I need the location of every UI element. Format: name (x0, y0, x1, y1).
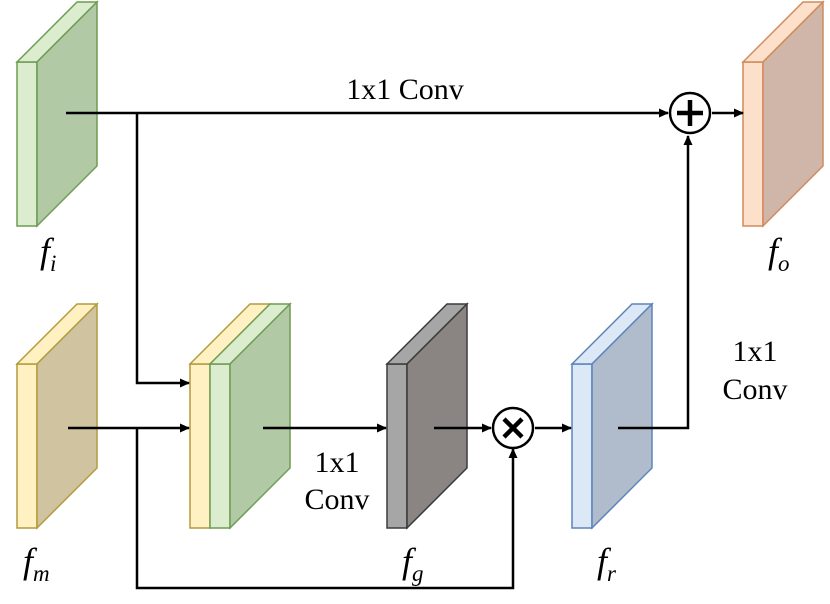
fr-to-add-arrow (618, 135, 693, 430)
fr-label: fr (597, 541, 617, 586)
fo-label: fo (768, 231, 790, 276)
conv-label-right-line1: 1x1 (733, 335, 778, 368)
fo-feature-block (741, 0, 825, 228)
connectors (66, 108, 744, 590)
fg-label: fg (402, 541, 424, 586)
fr-feature-block (570, 302, 654, 530)
fm-feature-block (15, 302, 99, 530)
fm-label: fm (23, 541, 50, 586)
multiply-operator (491, 406, 535, 450)
fm-to-multiply-arrow (135, 428, 518, 590)
conv-label-top: 1x1 Conv (346, 73, 464, 106)
concat-feature-block (188, 302, 292, 530)
fi-to-concat-arrow (135, 113, 190, 388)
conv-label-mid-line2: Conv (304, 483, 369, 516)
fi-label: fi (40, 231, 56, 276)
fg-feature-block (385, 302, 469, 530)
conv-label-right-line2: Conv (722, 373, 787, 406)
conv-label-mid-line1: 1x1 (315, 446, 360, 479)
add-operator (668, 91, 712, 135)
